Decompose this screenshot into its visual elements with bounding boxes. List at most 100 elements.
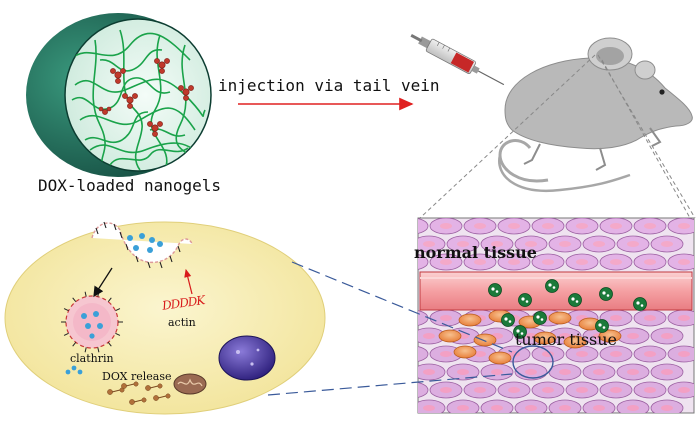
tissue-cell — [418, 363, 446, 381]
tissue-cell — [480, 235, 514, 253]
tissue-cell — [418, 346, 429, 362]
dox-release-particles — [107, 381, 171, 405]
tumor-cell — [563, 335, 587, 349]
tumor-cell — [598, 329, 622, 343]
tumor-cell — [488, 351, 512, 365]
tissue-cell — [616, 327, 650, 345]
nanogel-particle — [501, 313, 515, 327]
nanogel-particle — [533, 311, 547, 325]
tumor-cell — [438, 329, 462, 343]
tissue-cell — [497, 381, 531, 399]
tumor-cell — [533, 331, 557, 345]
tissue-cell — [531, 253, 565, 271]
tissue-cell — [446, 235, 480, 253]
tissue-cell — [633, 309, 667, 327]
tumor-highlight — [512, 345, 554, 379]
nanogel-particle — [599, 287, 613, 301]
nanogel-particle — [488, 283, 502, 297]
nanogel-particle — [568, 293, 582, 307]
tumor-cell — [548, 311, 572, 325]
tissue-cell — [531, 218, 565, 235]
clathrin-label: clathrin — [70, 352, 114, 365]
tissue-cell — [582, 235, 616, 253]
tissue-block — [417, 217, 695, 414]
tissue-cell — [514, 399, 548, 413]
tissue-cell — [616, 399, 650, 413]
tissue-cell — [429, 218, 463, 235]
tissue-cell — [633, 381, 667, 399]
tissue-cell — [565, 253, 599, 271]
tissue-cell — [446, 363, 480, 381]
actin-label: actin — [168, 316, 196, 329]
tumor-cell — [458, 313, 482, 327]
tissue-cell — [650, 327, 684, 345]
tissue-cell — [429, 309, 463, 327]
tissue-cell — [418, 310, 429, 326]
tissue-cell — [650, 235, 684, 253]
tissue-cell — [599, 381, 633, 399]
tissue-cell — [497, 253, 531, 271]
syringe — [410, 33, 505, 86]
endocytosis-arrow — [93, 267, 113, 298]
tissue-cell — [418, 382, 429, 398]
nanogel-label: DOX-loaded nanogels — [38, 176, 222, 195]
tissue-cell — [633, 218, 667, 235]
tissue-cell — [418, 254, 429, 270]
tissue-cell — [633, 345, 667, 363]
tissue-cell — [616, 235, 650, 253]
tissue-cell — [548, 363, 582, 381]
tissue-cell — [565, 218, 599, 235]
tissue-cell — [497, 218, 531, 235]
mitochondrion — [173, 373, 207, 395]
nanogel-particle — [518, 293, 532, 307]
nanogel-particle — [545, 279, 559, 293]
tissue-cell — [531, 345, 565, 363]
tumor-cell — [453, 345, 477, 359]
actin-arrow — [184, 268, 193, 295]
injection-label: injection via tail vein — [218, 76, 440, 95]
tissue-cell — [650, 363, 684, 381]
mouse — [498, 37, 693, 193]
nucleus — [218, 335, 276, 381]
tumor-tissue-label: tumor tissue — [515, 330, 618, 349]
tissue-cell — [429, 253, 463, 271]
tissue-cell — [667, 309, 694, 327]
tissue-cell — [418, 327, 446, 345]
tissue-cell — [599, 218, 633, 235]
tissue-cell — [514, 235, 548, 253]
zoom-lines-bottom — [267, 261, 513, 396]
tissue-cell — [599, 253, 633, 271]
tissue-cell — [480, 399, 514, 413]
tissue-cell — [463, 381, 497, 399]
tissue-cell — [548, 235, 582, 253]
nanogel-particle — [633, 297, 647, 311]
tissue-cell — [599, 345, 633, 363]
tissue-cell — [418, 399, 446, 413]
tissue-cell — [667, 345, 694, 363]
normal-tissue-label: normal tissue — [414, 243, 537, 262]
drug-molecules — [98, 58, 194, 137]
tissue-cell — [418, 218, 429, 234]
tissue-cell — [429, 345, 463, 363]
tissue-cell — [548, 399, 582, 413]
tissue-cell — [582, 363, 616, 381]
dox-release-label: DOX release — [102, 370, 172, 383]
nanogel-sphere — [26, 13, 212, 177]
zoom-lines-top — [419, 54, 696, 219]
tissue-cell — [616, 363, 650, 381]
tissue-cell — [565, 381, 599, 399]
tissue-cell — [667, 253, 694, 271]
tissue-cell — [667, 381, 694, 399]
tissue-cell — [463, 218, 497, 235]
tissue-cell — [582, 399, 616, 413]
tissue-cell — [633, 253, 667, 271]
target-cell — [4, 221, 326, 415]
tissue-cell — [463, 253, 497, 271]
tissue-cell — [667, 218, 694, 235]
nanogel-particle — [595, 319, 609, 333]
tissue-cell — [429, 381, 463, 399]
tissue-cell — [418, 235, 446, 253]
nanogel-particle — [513, 325, 527, 339]
